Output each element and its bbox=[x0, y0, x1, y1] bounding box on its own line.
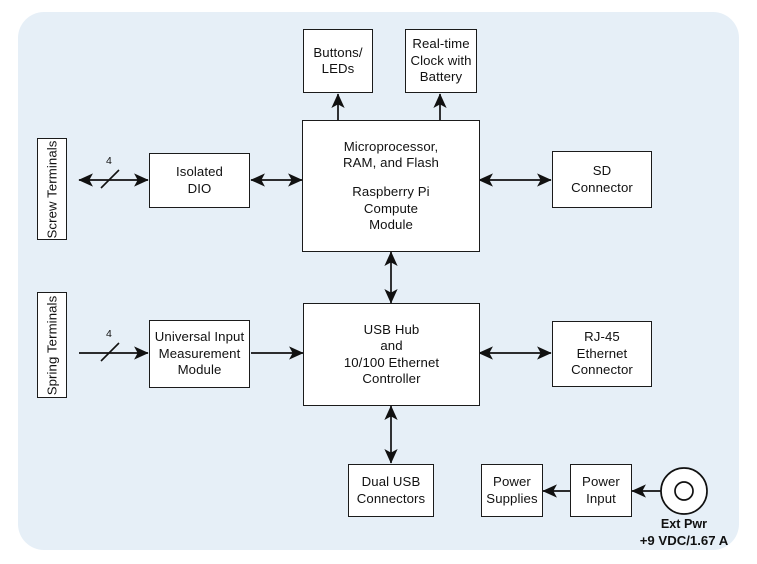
cpu-text-gap bbox=[306, 171, 476, 184]
block-rj45-ethernet-connector[interactable]: RJ-45 Ethernet Connector bbox=[552, 321, 652, 387]
sd-line2: Connector bbox=[571, 179, 633, 195]
ext-power-jack-inner bbox=[674, 481, 694, 501]
bus-width-label-uim: 4 bbox=[106, 328, 112, 340]
cpu-line1: Microprocessor, bbox=[343, 138, 439, 154]
usbhub-line4: Controller bbox=[362, 370, 421, 386]
usbhub-line3: 10/100 Ethernet bbox=[343, 354, 440, 370]
block-power-input[interactable]: Power Input bbox=[570, 464, 632, 517]
ext-power-caption: Ext Pwr +9 VDC/1.67 A bbox=[604, 517, 757, 549]
bus-width-label-dio: 4 bbox=[106, 155, 112, 167]
diagram-panel-background bbox=[18, 12, 739, 550]
usbhub-line1: USB Hub bbox=[363, 321, 420, 337]
uim-line2: Measurement bbox=[158, 345, 241, 361]
sd-line1: SD bbox=[592, 163, 612, 179]
powerinput-line2: Input bbox=[586, 490, 616, 506]
block-spring-terminals[interactable]: Spring Terminals bbox=[37, 292, 67, 398]
block-buttons-leds[interactable]: Buttons/ LEDs bbox=[303, 29, 373, 93]
rtc-line2: Clock with bbox=[410, 52, 472, 68]
buttons-leds-line1: Buttons/ bbox=[313, 44, 363, 60]
ext-power-title: Ext Pwr bbox=[660, 517, 708, 531]
dualusb-line1: Dual USB bbox=[361, 474, 421, 490]
isolated-dio-line2: DIO bbox=[187, 180, 212, 196]
rtc-line3: Battery bbox=[419, 69, 463, 85]
screw-terminals-label: Screw Terminals bbox=[44, 140, 60, 238]
cpu-line3: Raspberry Pi bbox=[352, 184, 430, 200]
bus-slash-uim bbox=[100, 342, 120, 362]
block-realtime-clock[interactable]: Real-time Clock with Battery bbox=[405, 29, 477, 93]
spring-terminals-label: Spring Terminals bbox=[44, 295, 60, 395]
block-dual-usb-connectors[interactable]: Dual USB Connectors bbox=[348, 464, 434, 517]
block-isolated-dio[interactable]: Isolated DIO bbox=[149, 153, 250, 208]
cpu-line4: Compute bbox=[363, 200, 419, 216]
rj45-line1: RJ-45 bbox=[584, 329, 620, 345]
block-microprocessor-compute-module[interactable]: Microprocessor, RAM, and Flash Raspberry… bbox=[302, 120, 480, 252]
dualusb-line2: Connectors bbox=[356, 490, 426, 506]
block-power-supplies[interactable]: Power Supplies bbox=[481, 464, 543, 517]
isolated-dio-line1: Isolated bbox=[176, 164, 223, 180]
powersupplies-line2: Supplies bbox=[486, 490, 538, 506]
rj45-line2: Ethernet bbox=[576, 345, 628, 361]
uim-line3: Module bbox=[177, 362, 222, 378]
block-sd-connector[interactable]: SD Connector bbox=[552, 151, 652, 208]
buttons-leds-line2: LEDs bbox=[321, 61, 355, 76]
block-universal-input-measurement-module[interactable]: Universal Input Measurement Module bbox=[149, 320, 250, 388]
bus-slash-dio bbox=[100, 169, 120, 189]
rtc-line1: Real-time bbox=[412, 36, 470, 52]
ext-power-rating: +9 VDC/1.67 A bbox=[639, 532, 729, 548]
usbhub-line2: and bbox=[380, 338, 403, 354]
powersupplies-line1: Power bbox=[493, 474, 531, 490]
cpu-line5: Module bbox=[369, 217, 413, 233]
powerinput-line1: Power bbox=[582, 474, 620, 490]
rj45-line3: Connector bbox=[571, 362, 633, 378]
cpu-line2: RAM, and Flash bbox=[343, 154, 439, 170]
block-usb-hub-ethernet-controller[interactable]: USB Hub and 10/100 Ethernet Controller bbox=[303, 303, 480, 406]
block-screw-terminals[interactable]: Screw Terminals bbox=[37, 138, 67, 240]
uim-line1: Universal Input bbox=[154, 329, 245, 345]
